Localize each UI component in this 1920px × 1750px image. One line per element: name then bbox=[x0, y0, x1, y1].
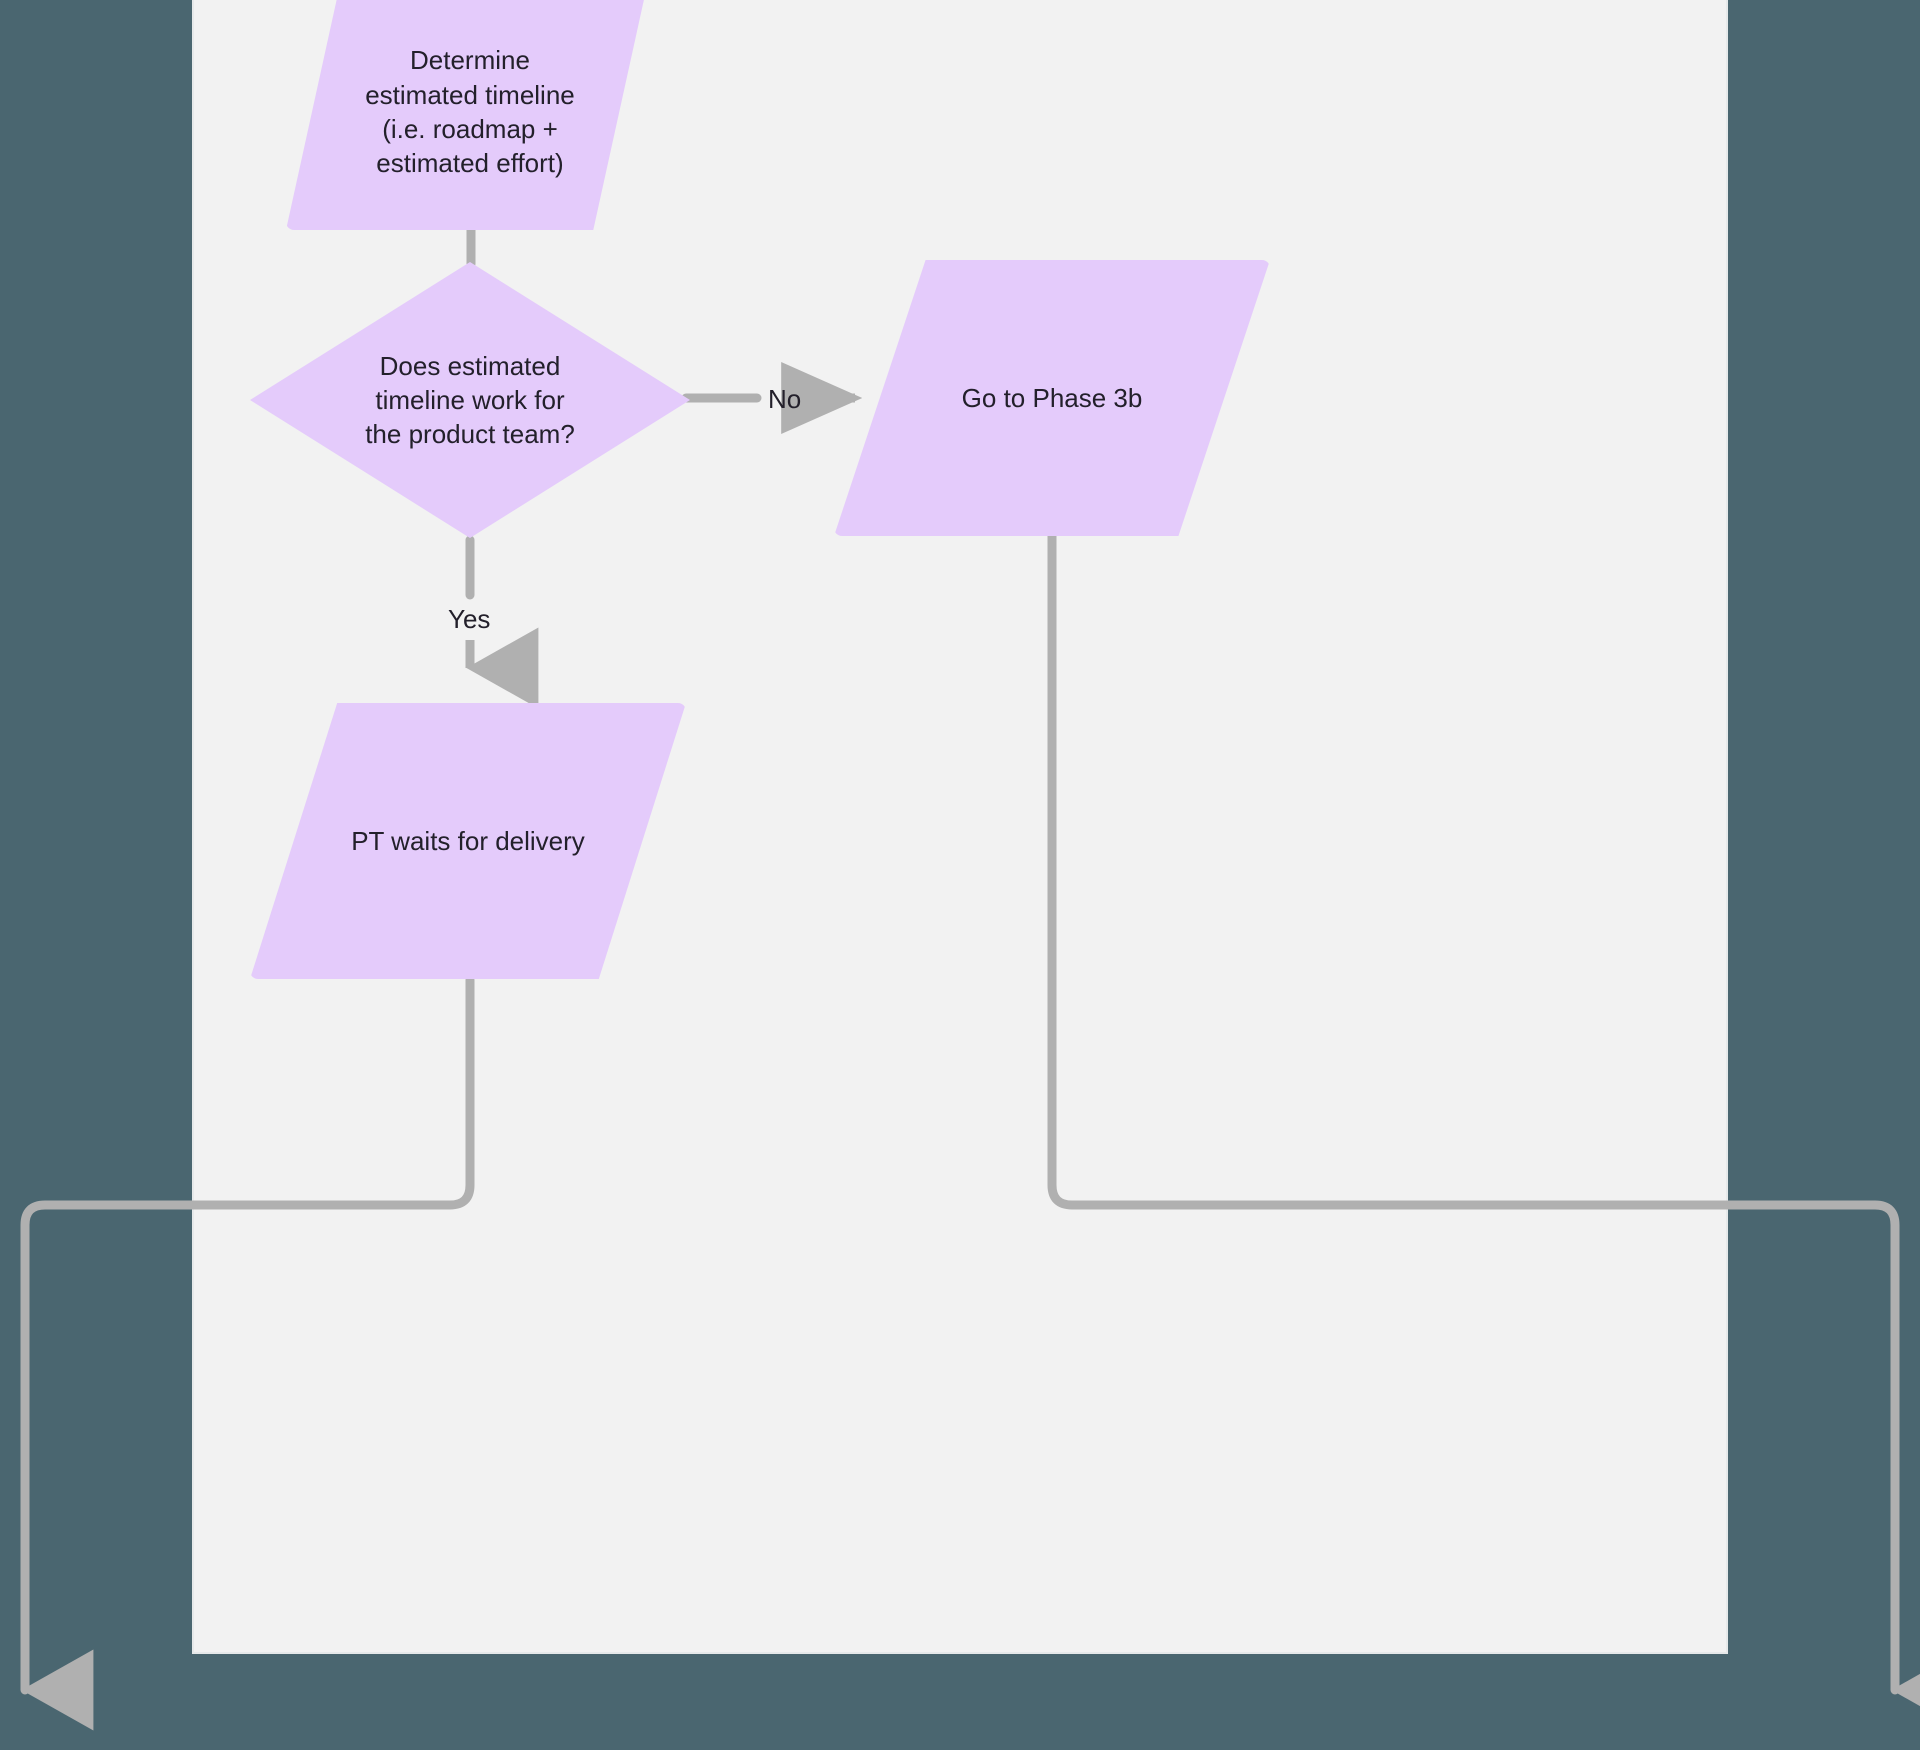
node-label: Go to Phase 3b bbox=[961, 382, 1143, 413]
parallelogram-shape bbox=[286, 0, 654, 230]
node-timeline-decision[interactable]: Does estimated timeline work for the pro… bbox=[250, 262, 690, 538]
edge-label-no: No bbox=[768, 384, 802, 414]
node-label: Determine estimated timeline (i.e. roadm… bbox=[365, 45, 575, 179]
node-label: Does estimated timeline work for the pro… bbox=[365, 350, 575, 450]
edge-label-yes: Yes bbox=[448, 604, 491, 634]
node-pt-waits[interactable]: PT waits for delivery bbox=[250, 703, 686, 979]
node-label: PT waits for delivery bbox=[351, 825, 585, 856]
node-go-to-phase-3b[interactable]: Go to Phase 3b bbox=[834, 260, 1270, 536]
node-determine-timeline[interactable]: Determine estimated timeline (i.e. roadm… bbox=[286, 0, 654, 230]
